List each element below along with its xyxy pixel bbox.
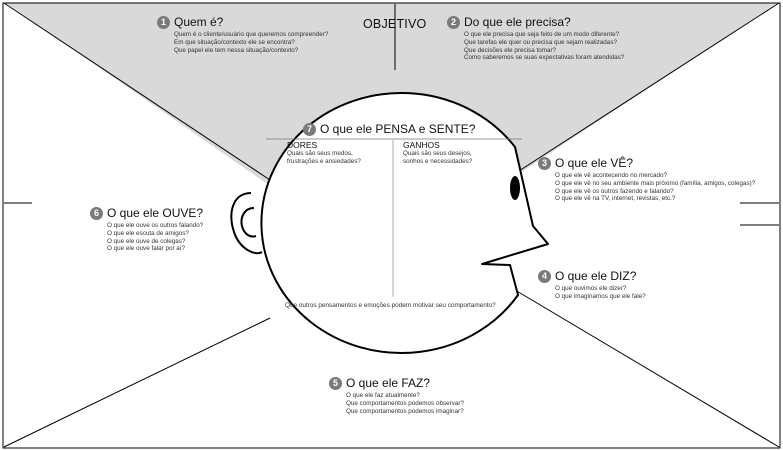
says-question-1: O que ouvimos ele dizer? [555, 285, 627, 292]
section-thinks-title: 7 O que ele PENSA e SENTE? [303, 121, 475, 137]
says-questions: O que ouvimos ele dizer? O que imaginamo… [555, 285, 646, 301]
gains-question-2: sonhos e necessidades? [403, 157, 473, 165]
number-badge-4: 4 [538, 269, 551, 283]
needs-question-4: Como saberemos se suas expectativas fora… [464, 54, 625, 62]
hears-question-1: O que ele ouve os outros falando? [107, 222, 204, 229]
ear-outline [230, 192, 263, 255]
needs-question-2: Que tarefas ele quer ou precisa que seja… [464, 38, 617, 46]
says-question-2: O que imaginamos que ele fale? [555, 292, 646, 300]
sees-question-4: O que ele vê na TV, internet, revistas, … [555, 195, 676, 203]
hears-questions: O que ele ouve os outros falando? O que … [107, 222, 203, 253]
diagonal-bottom-left [3, 317, 271, 448]
needs-questions: O que ele precisa que seja feito de um m… [464, 31, 624, 62]
section-says-title: 4 O que ele DIZ? [538, 268, 646, 284]
section-needs-title: 2 Do que ele precisa? [447, 14, 624, 30]
diagonal-bottom-right [509, 286, 780, 448]
number-badge-6: 6 [90, 206, 103, 220]
needs-question-3: Que decisões ele precisa tomar? [464, 46, 557, 54]
sees-heading: O que ele VÊ? [555, 156, 634, 170]
section-who: 1 Quem é? Quem é o cliente/usuário que q… [157, 14, 328, 54]
says-heading: O que ele DIZ? [555, 269, 637, 283]
does-question-2: Que comportamentos podemos observar? [346, 399, 464, 407]
sees-question-1: O que ele vê acontecendo no mercado? [555, 172, 668, 179]
diagonal-top-left [3, 2, 271, 181]
section-does: 5 O que ele FAZ? O que ele faz atualment… [329, 375, 464, 415]
diagonal-top-right [504, 2, 780, 181]
pains-heading: DORES [287, 140, 318, 150]
pains-question-1: Quais são seus medos, [287, 150, 353, 157]
number-badge-7: 7 [303, 122, 316, 136]
who-questions: Quem é o cliente/usuário que queremos co… [174, 31, 328, 54]
pains-column: DORES Quais são seus medos, frustrações … [287, 140, 361, 166]
who-question-1: Quem é o cliente/usuário que queremos co… [174, 31, 329, 38]
number-badge-1: 1 [157, 15, 170, 29]
section-who-title: 1 Quem é? [157, 14, 328, 30]
gains-heading: GANHOS [403, 140, 440, 150]
eye [510, 176, 520, 200]
sees-questions: O que ele vê acontecendo no mercado? O q… [555, 172, 755, 203]
does-question-3: Que comportamentos podemos imaginar? [346, 407, 464, 415]
hears-question-2: O que ele escuta de amigos? [107, 229, 189, 237]
does-heading: O que ele FAZ? [346, 376, 431, 390]
who-question-2: Em que situação/contexto ele se encontra… [174, 38, 295, 46]
hears-question-3: O que ele ouve de colegas? [107, 237, 186, 245]
hears-question-4: O que ele ouve falar por aí? [107, 245, 186, 253]
sees-question-3: O que ele vê os outros fazendo e falando… [555, 187, 674, 195]
thinks-heading: O que ele PENSA e SENTE? [320, 122, 476, 136]
sees-question-2: O que ele vê no seu ambiente mais próxim… [555, 179, 756, 187]
ear-inner [240, 207, 257, 238]
pains-question-2: frustrações e ansiedades? [287, 157, 361, 165]
section-sees-title: 3 O que ele VÊ? [538, 155, 755, 171]
section-needs: 2 Do que ele precisa? O que ele precisa … [447, 14, 624, 62]
needs-question-1: O que ele precisa que seja feito de um m… [464, 31, 620, 38]
does-questions: O que ele faz atualmente? Que comportame… [346, 392, 464, 415]
objective-label: OBJETIVO [363, 17, 427, 31]
section-hears: 6 O que ele OUVE? O que ele ouve os outr… [90, 205, 203, 253]
who-question-3: Que papel ele tem nessa situação/context… [174, 46, 299, 54]
number-badge-3: 3 [538, 156, 551, 170]
gains-question-1: Quais são seus desejos, [403, 150, 472, 157]
gains-column: GANHOS Quais são seus desejos, sonhos e … [403, 140, 472, 166]
section-sees: 3 O que ele VÊ? O que ele vê acontecendo… [538, 155, 755, 203]
hears-heading: O que ele OUVE? [107, 206, 204, 220]
needs-heading: Do que ele precisa? [464, 15, 571, 29]
thinks-bottom-question: Que outros pensamentos e emoções podem m… [285, 302, 496, 309]
section-says: 4 O que ele DIZ? O que ouvimos ele dizer… [538, 268, 646, 301]
number-badge-2: 2 [447, 15, 460, 29]
head-outline [260, 92, 549, 355]
section-does-title: 5 O que ele FAZ? [329, 375, 464, 391]
section-hears-title: 6 O que ele OUVE? [90, 205, 203, 221]
does-question-1: O que ele faz atualmente? [346, 392, 420, 399]
who-heading: Quem é? [174, 15, 224, 29]
number-badge-5: 5 [329, 376, 342, 390]
section-thinks: 7 O que ele PENSA e SENTE? [303, 121, 475, 137]
